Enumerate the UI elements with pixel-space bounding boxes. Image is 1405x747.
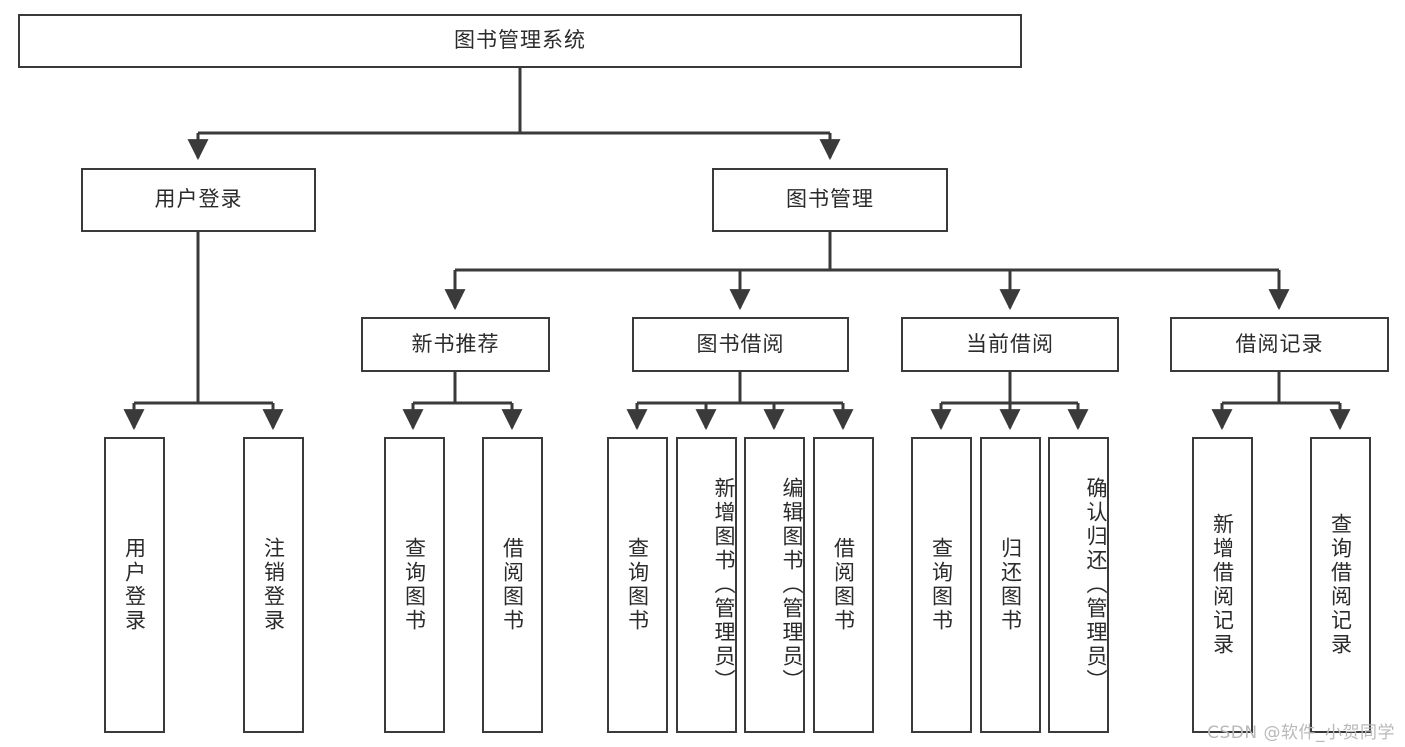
- leaf-borrow-book-2[interactable]: 借阅图书: [813, 437, 874, 733]
- node-book-borrow[interactable]: 图书借阅: [632, 317, 849, 372]
- leaf-borrow-book-2-label: 借阅图书: [831, 537, 856, 633]
- leaf-return-book[interactable]: 归还图书: [980, 437, 1041, 733]
- node-user-login[interactable]: 用户登录: [81, 168, 316, 232]
- leaf-user-login-label: 用户登录: [122, 537, 147, 633]
- node-book-borrow-label: 图书借阅: [696, 331, 785, 356]
- leaf-logout-login-label: 注销登录: [261, 537, 286, 633]
- leaf-query-book-3[interactable]: 查询图书: [911, 437, 972, 733]
- node-root[interactable]: 图书管理系统: [18, 14, 1022, 68]
- leaf-query-book-2-label: 查询图书: [625, 537, 650, 633]
- leaf-add-book-label: 新增图书（管理员）: [712, 477, 736, 693]
- leaf-add-record-label: 新增借阅记录: [1210, 513, 1235, 657]
- node-user-login-label: 用户登录: [154, 187, 243, 212]
- node-book-management[interactable]: 图书管理: [712, 168, 948, 232]
- node-borrow-record-label: 借阅记录: [1235, 331, 1324, 356]
- leaf-borrow-book-1[interactable]: 借阅图书: [482, 437, 543, 733]
- node-current-borrow[interactable]: 当前借阅: [901, 317, 1119, 372]
- node-borrow-record[interactable]: 借阅记录: [1170, 317, 1389, 372]
- leaf-user-login[interactable]: 用户登录: [104, 437, 165, 733]
- leaf-query-book-2[interactable]: 查询图书: [607, 437, 668, 733]
- node-new-book-recommend-label: 新书推荐: [411, 331, 500, 356]
- leaf-query-book-1-label: 查询图书: [402, 537, 427, 633]
- leaf-query-book-3-label: 查询图书: [929, 537, 954, 633]
- node-current-borrow-label: 当前借阅: [966, 331, 1054, 356]
- leaf-query-book-1[interactable]: 查询图书: [384, 437, 445, 733]
- leaf-confirm-return[interactable]: 确认归还（管理员）: [1048, 437, 1109, 733]
- leaf-borrow-book-1-label: 借阅图书: [500, 537, 525, 633]
- leaf-add-record[interactable]: 新增借阅记录: [1192, 437, 1253, 733]
- leaf-query-record[interactable]: 查询借阅记录: [1310, 437, 1371, 733]
- node-book-management-label: 图书管理: [786, 187, 874, 212]
- leaf-query-record-label: 查询借阅记录: [1328, 513, 1353, 657]
- leaf-logout-login[interactable]: 注销登录: [243, 437, 304, 733]
- leaf-edit-book-label: 编辑图书（管理员）: [780, 477, 804, 693]
- node-new-book-recommend[interactable]: 新书推荐: [361, 317, 550, 372]
- leaf-return-book-label: 归还图书: [998, 537, 1023, 633]
- leaf-confirm-return-label: 确认归还（管理员）: [1084, 477, 1108, 693]
- node-root-label: 图书管理系统: [454, 28, 586, 53]
- leaf-edit-book[interactable]: 编辑图书（管理员）: [744, 437, 805, 733]
- leaf-add-book[interactable]: 新增图书（管理员）: [676, 437, 737, 733]
